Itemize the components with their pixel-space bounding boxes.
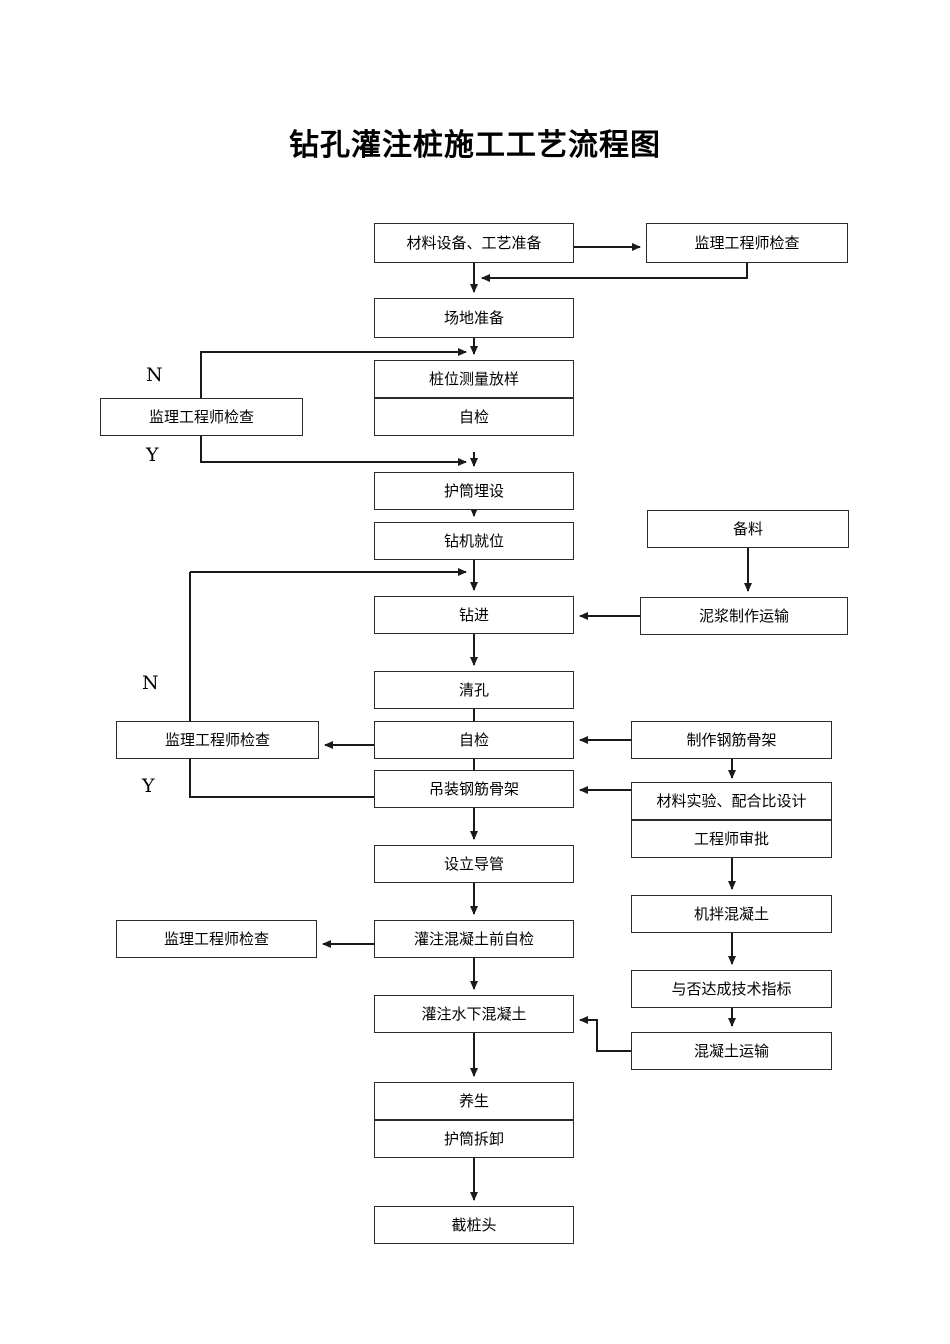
flow-node-n27[interactable]: 护筒拆卸 xyxy=(374,1120,574,1158)
flow-node-n23[interactable]: 与否达成技术指标 xyxy=(631,970,832,1008)
page-title: 钻孔灌注桩施工工艺流程图 xyxy=(289,128,661,163)
flow-node-label: 自检 xyxy=(458,407,489,426)
flow-node-n3[interactable]: 场地准备 xyxy=(374,298,574,338)
flow-node-n22[interactable]: 监理工程师检查 xyxy=(116,920,317,958)
flow-node-label: 自检 xyxy=(458,730,489,749)
flow-node-n10[interactable]: 备料 xyxy=(647,510,849,548)
edge-supervisor-to-site xyxy=(481,263,748,282)
flow-node-n9[interactable]: 钻进 xyxy=(374,596,574,634)
flow-node-n19[interactable]: 设立导管 xyxy=(374,845,574,883)
flow-node-n18[interactable]: 工程师审批 xyxy=(631,820,832,858)
flow-node-n5[interactable]: 自检 xyxy=(374,398,574,436)
flow-node-label: 灌注水下混凝土 xyxy=(421,1004,527,1023)
flow-node-n14[interactable]: 监理工程师检查 xyxy=(116,721,319,759)
flow-node-n16[interactable]: 吊装钢筋骨架 xyxy=(374,770,574,808)
flow-node-label: 监理工程师检查 xyxy=(163,929,269,948)
flow-node-label: 工程师审批 xyxy=(693,829,769,848)
branch-label-f3: N xyxy=(142,672,159,694)
flow-node-label: 截桩头 xyxy=(451,1215,497,1234)
flow-node-label: 与否达成技术指标 xyxy=(671,979,792,998)
flow-node-n7[interactable]: 护筒埋设 xyxy=(374,472,574,510)
flow-node-n8[interactable]: 钻机就位 xyxy=(374,522,574,560)
flow-node-n24[interactable]: 灌注水下混凝土 xyxy=(374,995,574,1033)
flow-node-label: 监理工程师检查 xyxy=(148,407,254,426)
flow-node-label: 养生 xyxy=(458,1091,489,1110)
flow-node-n11[interactable]: 泥浆制作运输 xyxy=(640,597,848,635)
flow-node-label: 备料 xyxy=(732,519,763,538)
flow-node-label: 监理工程师检查 xyxy=(694,233,800,252)
flow-node-n26[interactable]: 养生 xyxy=(374,1082,574,1120)
flow-node-label: 混凝土运输 xyxy=(693,1041,769,1060)
flow-node-label: 钻机就位 xyxy=(443,531,504,550)
flow-node-label: 泥浆制作运输 xyxy=(698,606,789,625)
flow-node-label: 护筒埋设 xyxy=(443,481,504,500)
flow-node-label: 场地准备 xyxy=(443,308,504,327)
flow-node-n20[interactable]: 机拌混凝土 xyxy=(631,895,832,933)
flow-node-n17[interactable]: 材料实验、配合比设计 xyxy=(631,782,832,820)
flow-node-n4[interactable]: 桩位测量放样 xyxy=(374,360,574,398)
flow-node-label: 钻进 xyxy=(458,605,489,624)
flow-node-label: 清孔 xyxy=(458,680,489,699)
edge-transport-to-pour xyxy=(579,1016,631,1052)
flow-node-n6[interactable]: 监理工程师检查 xyxy=(100,398,303,436)
flow-node-label: 机拌混凝土 xyxy=(693,904,769,923)
flow-node-label: 制作钢筋骨架 xyxy=(686,730,777,749)
flow-node-label: 设立导管 xyxy=(443,854,504,873)
flow-node-label: 材料设备、工艺准备 xyxy=(406,233,542,252)
branch-label-f4: Y xyxy=(142,775,155,797)
branch-label-f1: N xyxy=(146,364,163,386)
flow-node-n1[interactable]: 材料设备、工艺准备 xyxy=(374,223,574,263)
flow-node-n21[interactable]: 灌注混凝土前自检 xyxy=(374,920,574,958)
flow-node-n15[interactable]: 制作钢筋骨架 xyxy=(631,721,832,759)
flow-node-label: 护筒拆卸 xyxy=(443,1129,504,1148)
flow-node-n13[interactable]: 自检 xyxy=(374,721,574,759)
branch-label-f2: Y xyxy=(146,444,159,466)
flow-node-label: 桩位测量放样 xyxy=(428,369,519,388)
flow-node-label: 吊装钢筋骨架 xyxy=(428,779,519,798)
flow-node-n28[interactable]: 截桩头 xyxy=(374,1206,574,1244)
edge-n-loop-survey xyxy=(200,348,467,398)
flow-node-n2[interactable]: 监理工程师检查 xyxy=(646,223,848,263)
edge-y-loop-casing xyxy=(200,436,467,466)
flow-node-label: 材料实验、配合比设计 xyxy=(656,791,807,810)
flow-node-label: 灌注混凝土前自检 xyxy=(413,929,534,948)
flow-node-n12[interactable]: 清孔 xyxy=(374,671,574,709)
flow-node-n25[interactable]: 混凝土运输 xyxy=(631,1032,832,1070)
flow-node-label: 监理工程师检查 xyxy=(164,730,270,749)
